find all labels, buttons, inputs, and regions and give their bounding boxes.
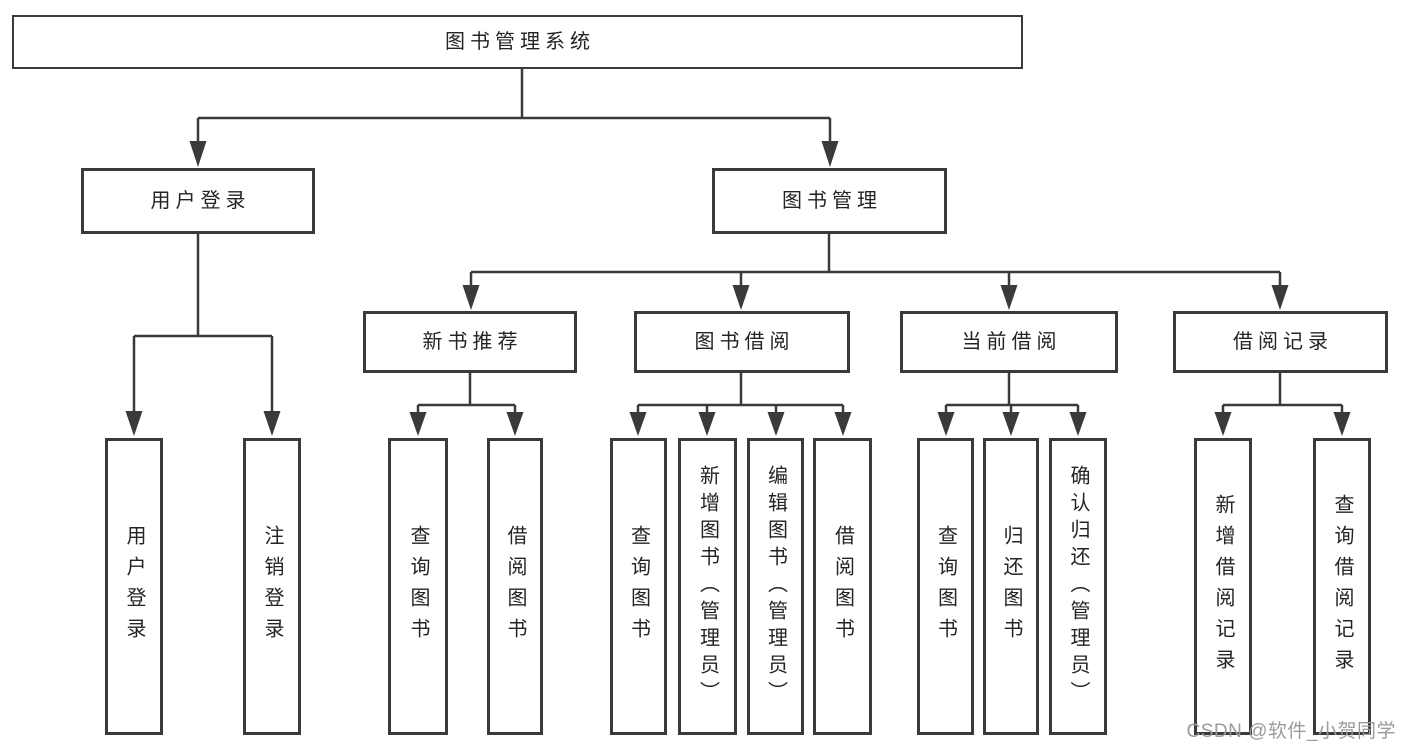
csdn-watermark: CSDN @软件_小贺同学 (1186, 721, 1396, 742)
node-new-book-recommend: 新书推荐 (363, 311, 577, 373)
node-leaf-query-books-borrow: 查询图书 (610, 438, 667, 735)
node-book-borrowing: 图书借阅 (634, 311, 850, 373)
node-current-borrowing: 当前借阅 (900, 311, 1118, 373)
node-leaf-query-books-recommend: 查询图书 (388, 438, 448, 735)
node-label: 查询图书 (627, 524, 650, 649)
node-label: 新增借阅记录 (1212, 493, 1234, 680)
node-label: 查询图书 (934, 524, 957, 649)
node-leaf-logout: 注销登录 (243, 438, 301, 735)
node-label: 查询图书 (407, 524, 429, 649)
node-leaf-query-borrow-record: 查询借阅记录 (1313, 438, 1371, 735)
node-borrowing-records: 借阅记录 (1173, 311, 1388, 373)
node-leaf-confirm-return-admin: 确认归还（管理员） (1049, 438, 1107, 735)
connector-borrow-records-to-leaves (1214, 373, 1351, 436)
node-label: 新增图书（管理员） (696, 465, 719, 708)
connector-user-login-to-leaves (125, 233, 281, 436)
node-leaf-query-books-current: 查询图书 (917, 438, 974, 735)
node-book-management: 图书管理 (712, 168, 947, 234)
node-user-login: 用户登录 (81, 168, 315, 234)
node-leaf-add-borrow-record: 新增借阅记录 (1194, 438, 1252, 735)
connector-book-borrow-to-leaves (629, 373, 852, 436)
node-label: 用户登录 (150, 190, 251, 212)
connector-new-book-to-leaves (409, 373, 524, 436)
node-label: 借阅记录 (1233, 331, 1333, 353)
node-leaf-user-login: 用户登录 (105, 438, 163, 735)
node-label: 借阅图书 (831, 524, 854, 649)
node-leaf-borrow-books: 借阅图书 (813, 438, 872, 735)
node-label: 图书管理 (782, 190, 882, 212)
node-leaf-edit-books-admin: 编辑图书（管理员） (747, 438, 804, 735)
node-label: 新书推荐 (422, 331, 523, 353)
connector-root-to-level2 (189, 69, 839, 167)
node-label: 借阅图书 (504, 524, 526, 649)
node-label: 确认归还（管理员） (1067, 465, 1089, 708)
node-leaf-borrow-books-recommend: 借阅图书 (487, 438, 543, 735)
node-label: 归还图书 (1000, 524, 1022, 649)
node-label: 注销登录 (261, 524, 283, 649)
node-label: 用户登录 (123, 524, 145, 649)
node-library-system: 图书管理系统 (12, 15, 1023, 69)
node-leaf-add-books-admin: 新增图书（管理员） (678, 438, 737, 735)
connector-book-mgmt-to-level3 (462, 233, 1289, 310)
node-leaf-return-books: 归还图书 (983, 438, 1039, 735)
node-label: 图书借阅 (694, 331, 795, 353)
node-label: 查询借阅记录 (1331, 493, 1353, 680)
connector-current-borrow-to-leaves (937, 373, 1087, 436)
node-label: 图书管理系统 (445, 31, 595, 53)
node-label: 当前借阅 (961, 331, 1062, 353)
node-label: 编辑图书（管理员） (764, 465, 787, 708)
